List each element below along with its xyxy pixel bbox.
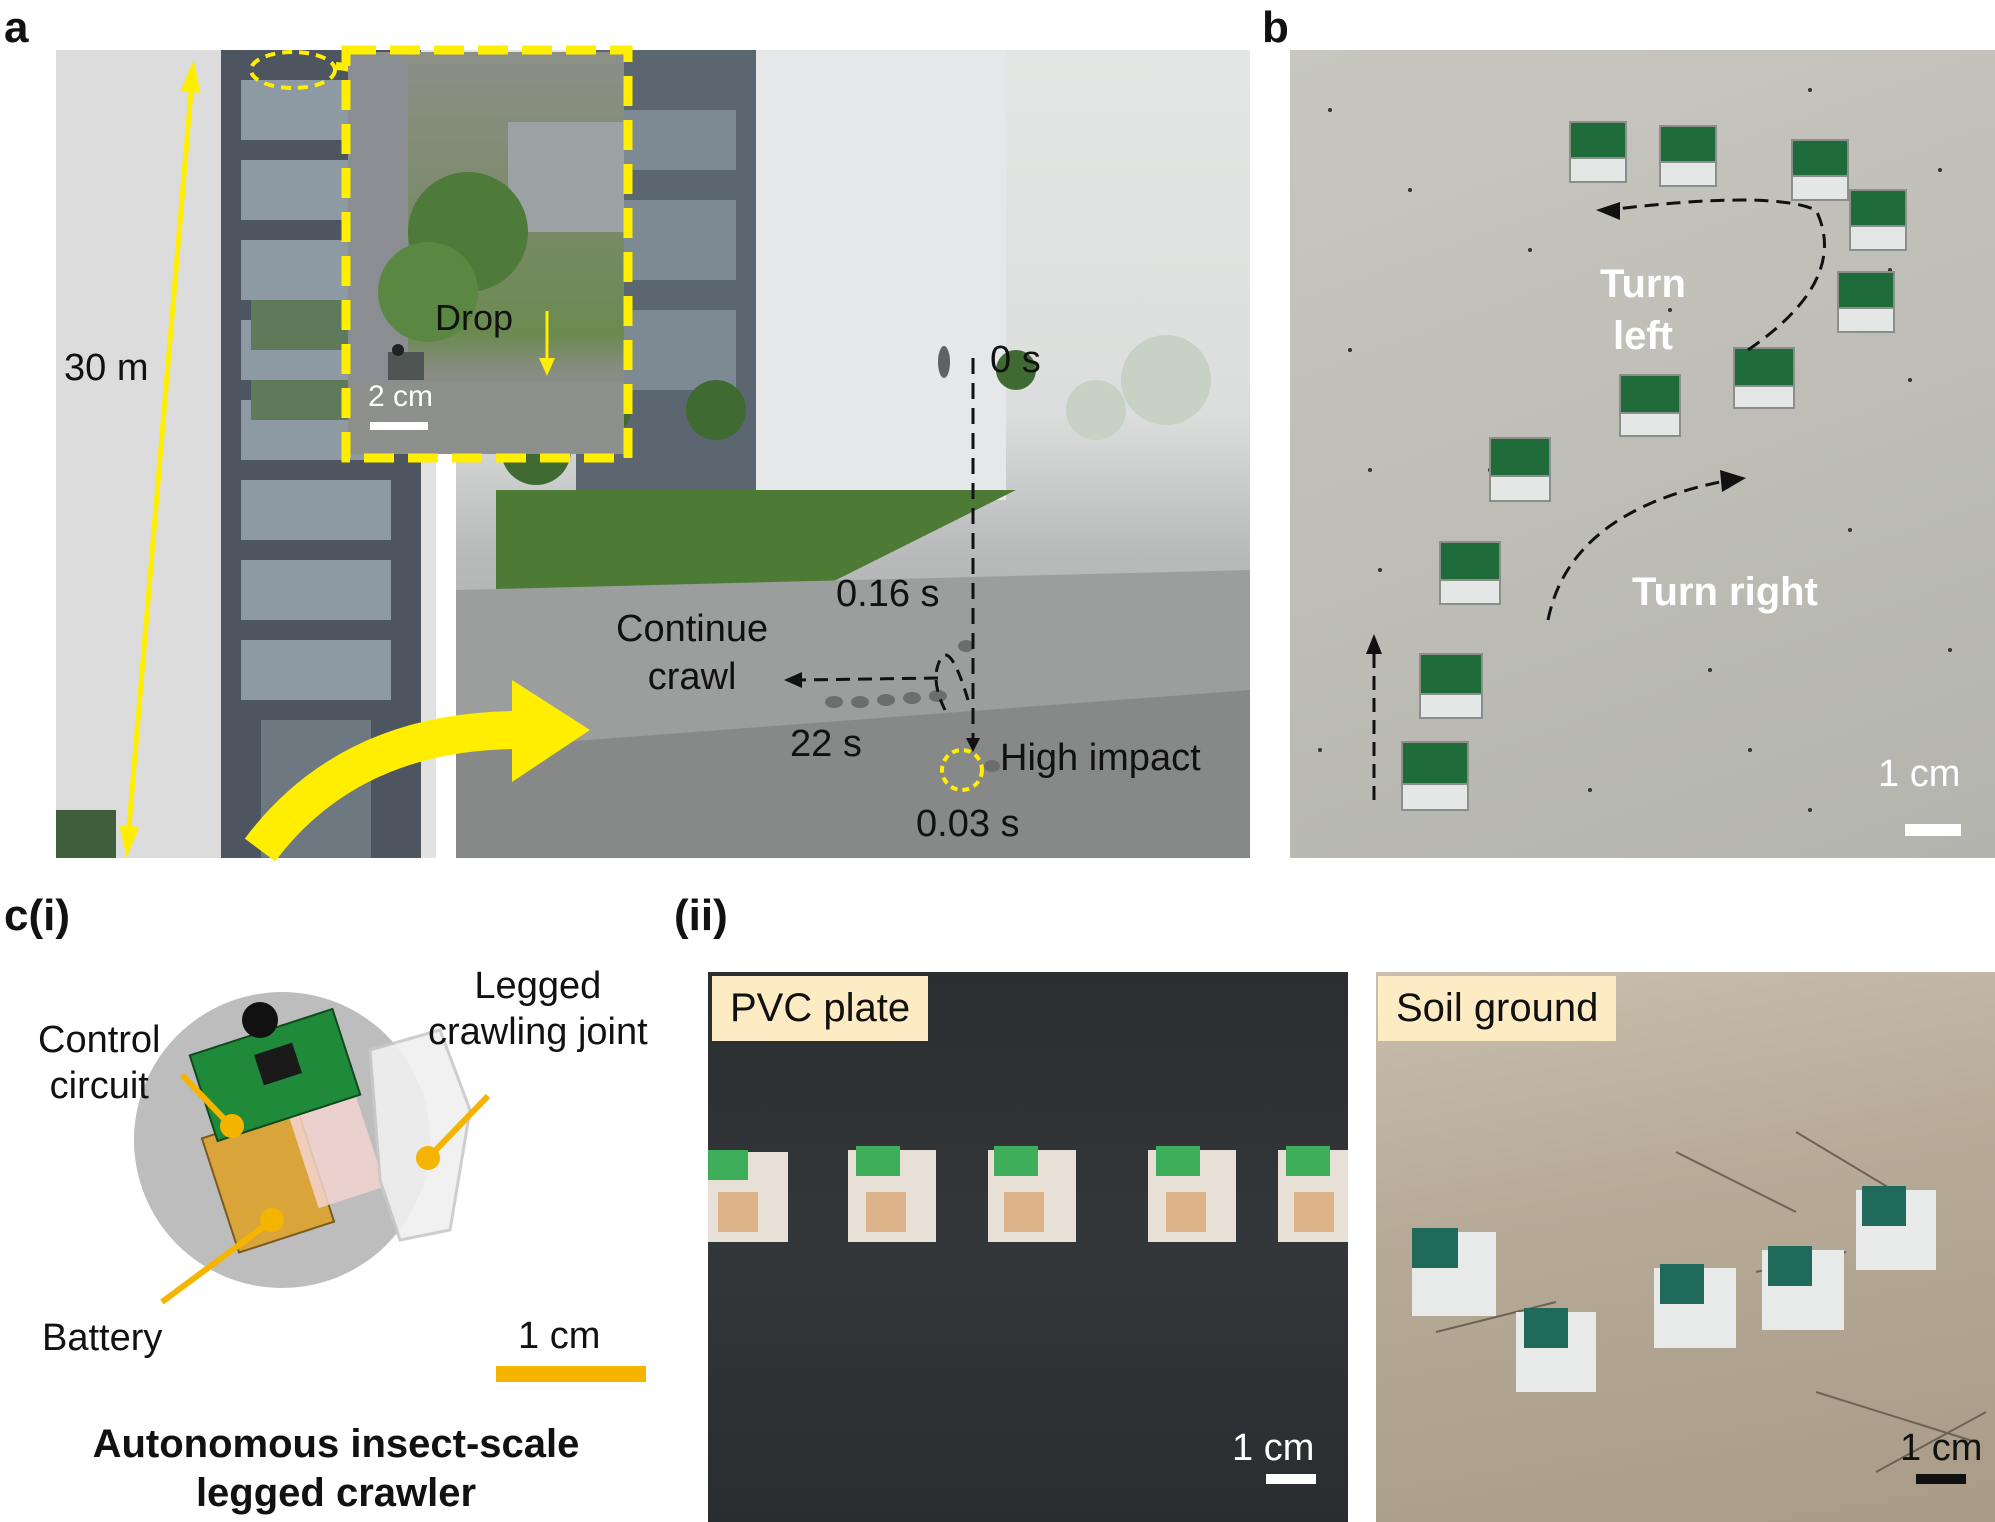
trajectory [784,358,984,792]
battery-label: Battery [42,1317,163,1359]
crawler-illustration [134,992,646,1382]
high-impact-label: High impact [1000,737,1201,779]
time-016: 0.16 s [836,573,940,615]
pvc-tag: PVC plate [712,976,929,1041]
pvc-robots [708,1146,1348,1484]
panel-b-scale: 1 cm [1878,753,1961,795]
panel-b-letter: b [1262,3,1289,52]
panel-ci-scale: 1 cm [518,1315,601,1357]
inset-drop-label: Drop [435,297,514,338]
time-0: 0 s [990,339,1041,381]
soil-photo [1376,972,1995,1522]
turning-photo [1290,50,1995,858]
continue-crawl-label: Continue crawl [616,608,769,698]
turning-robots [1366,121,1961,836]
panel-ci-letter: c(i) [4,891,70,940]
outdoor-drawing [456,50,1250,858]
crawling-joint-label: Legged crawling joint [428,965,648,1053]
panel-a-letter: a [4,3,29,52]
soil-robots [1412,1131,1987,1484]
curve-arrow [244,680,590,862]
control-circuit-label: Control circuit [38,1019,161,1107]
inset-drawing [348,52,624,454]
inset-scale-label: 2 cm [368,380,434,413]
drop-inset [348,52,624,454]
turn-left-label: Turn left [1600,262,1686,358]
turn-right-label: Turn right [1632,570,1818,614]
time-003: 0.03 s [916,803,1020,845]
time-22: 22 s [790,723,862,765]
height-label: 30 m [64,347,149,389]
inset-frame [341,45,633,463]
soil-tag: Soil ground [1378,976,1617,1041]
crawler-caption: Autonomous insect-scale legged crawler [92,1422,580,1515]
panel-cii-letter: (ii) [674,891,728,940]
pvc-photo [708,972,1348,1522]
pvc-scale: 1 cm [1232,1427,1315,1469]
soil-scale: 1 cm [1900,1427,1983,1469]
